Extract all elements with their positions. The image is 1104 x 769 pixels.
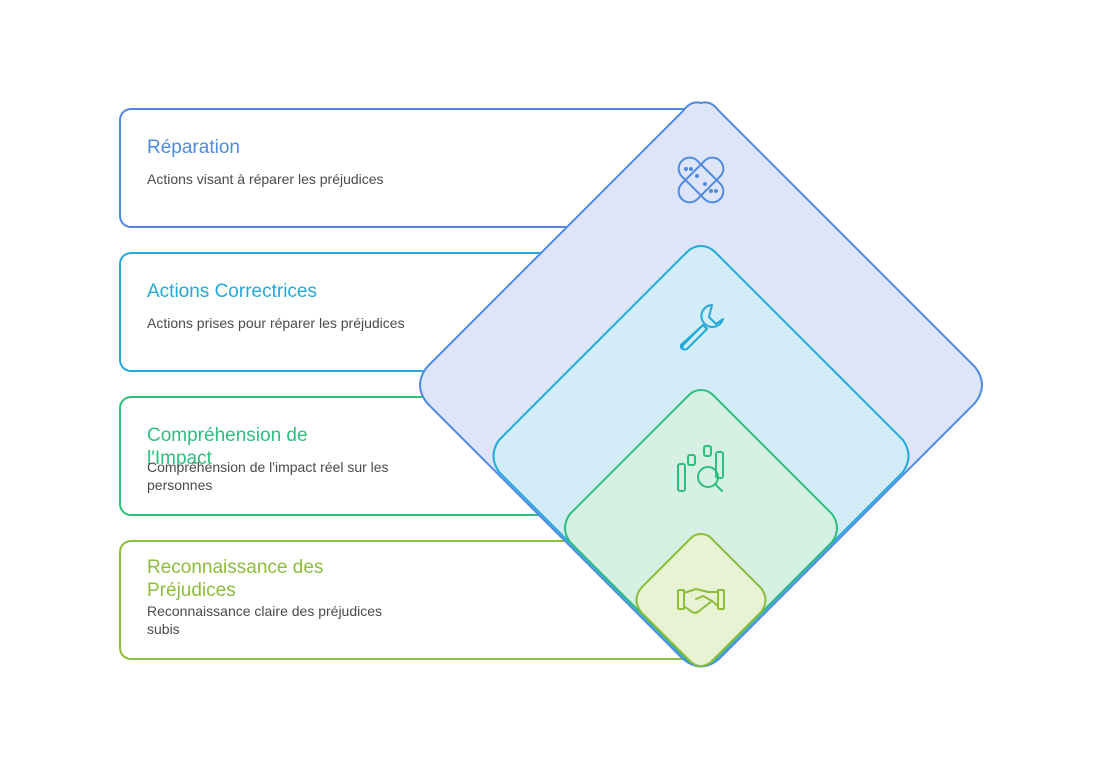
level-description: Actions visant à réparer les préjudices <box>147 171 384 187</box>
level-description: Reconnaissance claire des préjudices sub… <box>147 603 383 637</box>
level-description: Compréhension de l'impact réel sur les p… <box>147 459 389 493</box>
wrench-icon <box>680 304 724 351</box>
handshake-icon <box>677 588 725 614</box>
level-title: Actions Correctrices <box>147 281 317 302</box>
bandage-icon <box>677 156 725 204</box>
level-card-reparation: Réparation Actions visant à réparer les … <box>119 108 719 228</box>
chart-search-icon <box>677 445 724 492</box>
level-title: Reconnaissance des Préjudices <box>147 557 324 601</box>
level-title: Réparation <box>147 137 240 158</box>
level-description: Actions prises pour réparer les préjudic… <box>147 315 405 331</box>
level-title: Compréhension de l'Impact <box>147 425 308 469</box>
diamond-level-reconnaissance-prejudices <box>635 532 767 667</box>
